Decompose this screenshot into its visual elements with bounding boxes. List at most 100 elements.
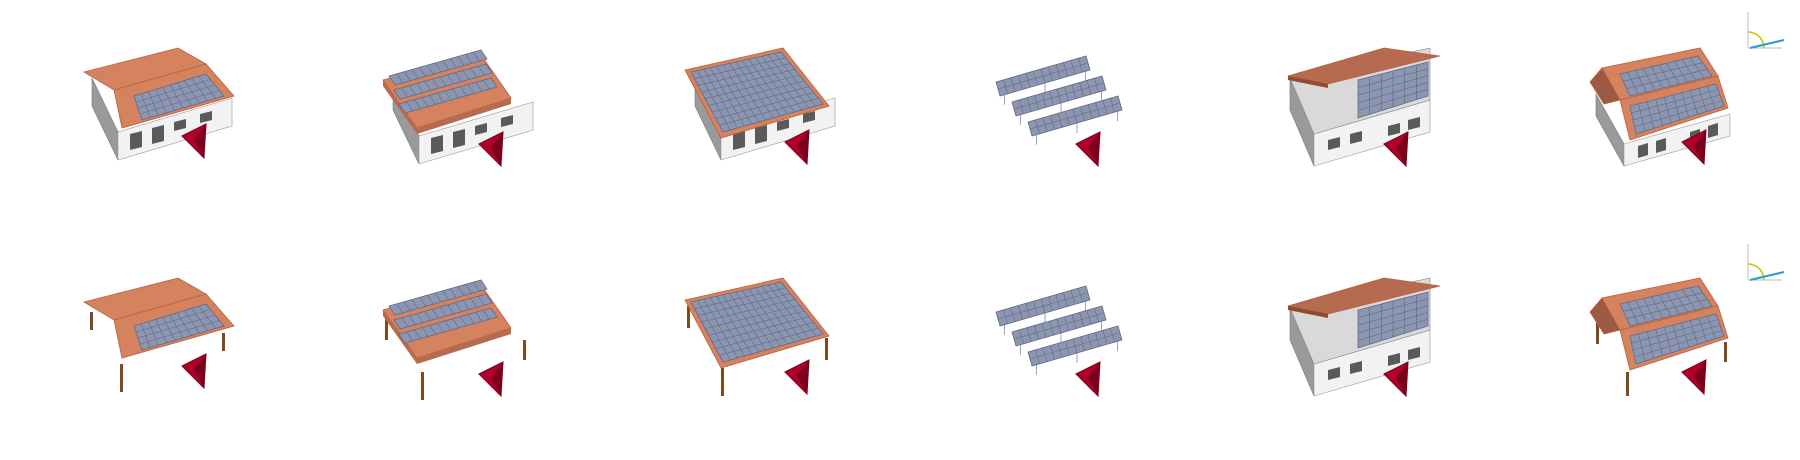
panel-gridline [429, 95, 436, 105]
panel-gridline [1634, 100, 1723, 128]
orientation-arrow-shade [1396, 132, 1408, 166]
config-tile-carports-flat-roof-pv-rows[interactable] [382, 279, 526, 400]
pv-panel-row [398, 307, 498, 344]
panel-gridline [442, 60, 449, 70]
panel-gridline [1357, 88, 1429, 111]
tilt-angle-icon [1747, 12, 1785, 49]
panel-gridline [698, 293, 791, 316]
pv-panel-row [1027, 95, 1123, 137]
config-tile-carports-mansard-roof-pv[interactable] [1589, 277, 1729, 396]
config-tile-buildings-flat-roof-pv-rows[interactable] [382, 49, 534, 168]
orientation-arrow-icon [1681, 359, 1707, 396]
panel-gridline [427, 65, 434, 75]
panel-gridline [475, 312, 482, 322]
panel-gridline [1635, 300, 1647, 323]
panel-gridline [708, 310, 805, 336]
panel-gridline [462, 300, 470, 310]
roof-edge-front [417, 98, 511, 134]
panel-gridline [742, 60, 781, 117]
panel-gridline [735, 291, 774, 349]
panel-gridline [137, 314, 216, 339]
config-tile-buildings-mansard-roof-pv[interactable] [1589, 47, 1731, 168]
panel-gridline [470, 68, 477, 78]
config-tile-carports-gable-roof-pv-side[interactable] [82, 277, 235, 392]
panel-gridline [697, 300, 731, 361]
panel-gridline [1623, 62, 1703, 82]
panel-gridline [406, 101, 413, 111]
house-window [1708, 123, 1718, 138]
house-window [130, 131, 142, 150]
panel-gridline [444, 90, 452, 101]
orientation-arrow-shade [1088, 362, 1100, 396]
orientation-arrow-icon [478, 361, 504, 398]
panel-gridline [409, 85, 416, 95]
carport-post [1724, 342, 1727, 362]
pv-panel-array [1629, 313, 1725, 365]
panel-gridline [437, 93, 444, 103]
panel-gridline [1013, 312, 1105, 340]
panel-gridline [1682, 289, 1696, 311]
carport-post [1596, 320, 1599, 344]
orientation-arrow-shade [797, 360, 809, 394]
panel-gridline [1634, 330, 1723, 358]
tilt-angle-arc [1747, 31, 1765, 49]
panel-gridline [1674, 61, 1688, 83]
panel-gridline [1623, 292, 1703, 312]
panel-gridline [475, 82, 482, 92]
panel-gridline [1357, 305, 1429, 326]
panel-gridline [439, 306, 447, 317]
panel-gridline [419, 67, 426, 77]
panel-gridline [1635, 70, 1647, 93]
panel-gridline [421, 327, 429, 337]
config-tile-carports-facade-pv[interactable] [1287, 277, 1441, 398]
pv-panel-row [388, 279, 488, 316]
panel-gridline [473, 282, 480, 292]
tilt-angle-arc [1747, 263, 1765, 281]
panel-gridline [997, 292, 1089, 320]
panel-gridline [735, 61, 774, 119]
carport-post [825, 338, 828, 360]
pv-panel-array [690, 51, 824, 133]
pv-panel-surface [133, 303, 225, 351]
tilt-panel-line [1749, 39, 1785, 49]
config-tile-buildings-mono-pitch-full-pv[interactable] [684, 47, 836, 166]
panel-gridline [419, 297, 426, 307]
panel-gridline [767, 54, 809, 109]
panel-gridline [462, 70, 470, 80]
panel-gridline [139, 320, 220, 345]
panel-gridline [447, 304, 454, 314]
panel-gridline [467, 314, 475, 324]
panel-gridline [1658, 294, 1672, 317]
panel-gridline [1682, 59, 1696, 81]
config-tile-buildings-gable-roof-pv-side[interactable] [82, 47, 235, 161]
pv-panel-row [393, 63, 493, 100]
panel-gridline [1631, 319, 1719, 344]
panel-gridline [1658, 64, 1672, 87]
panel-gridline [755, 287, 795, 343]
panel-gridline [767, 284, 809, 339]
house-front-wall [1623, 113, 1731, 167]
config-tile-buildings-ground-mounted-rows[interactable] [995, 55, 1123, 168]
panel-gridline [1357, 68, 1429, 88]
pv-panel-array [1619, 285, 1713, 327]
house-window [803, 111, 815, 123]
panel-gridline [483, 80, 490, 90]
panel-gridline [1357, 318, 1429, 341]
panel-gridline [447, 74, 454, 84]
orientation-arrow-icon [1383, 131, 1409, 168]
panel-gridline [401, 87, 408, 97]
orientation-arrow-icon [478, 131, 504, 168]
panel-gridline [457, 56, 465, 66]
config-tile-carports-ground-mounted-rows[interactable] [995, 285, 1123, 398]
config-tile-carports-mono-pitch-full-pv[interactable] [684, 277, 830, 396]
panel-gridline [478, 66, 485, 76]
panel-gridline [1626, 69, 1708, 89]
panel-gridline [712, 316, 810, 343]
house-window [777, 119, 789, 131]
panel-gridline [465, 54, 472, 64]
panel-gridline [411, 69, 419, 79]
panel-gridline [414, 329, 421, 339]
panel-gridline [748, 58, 788, 115]
house-window [1350, 131, 1362, 144]
config-tile-buildings-facade-pv[interactable] [1287, 47, 1441, 168]
